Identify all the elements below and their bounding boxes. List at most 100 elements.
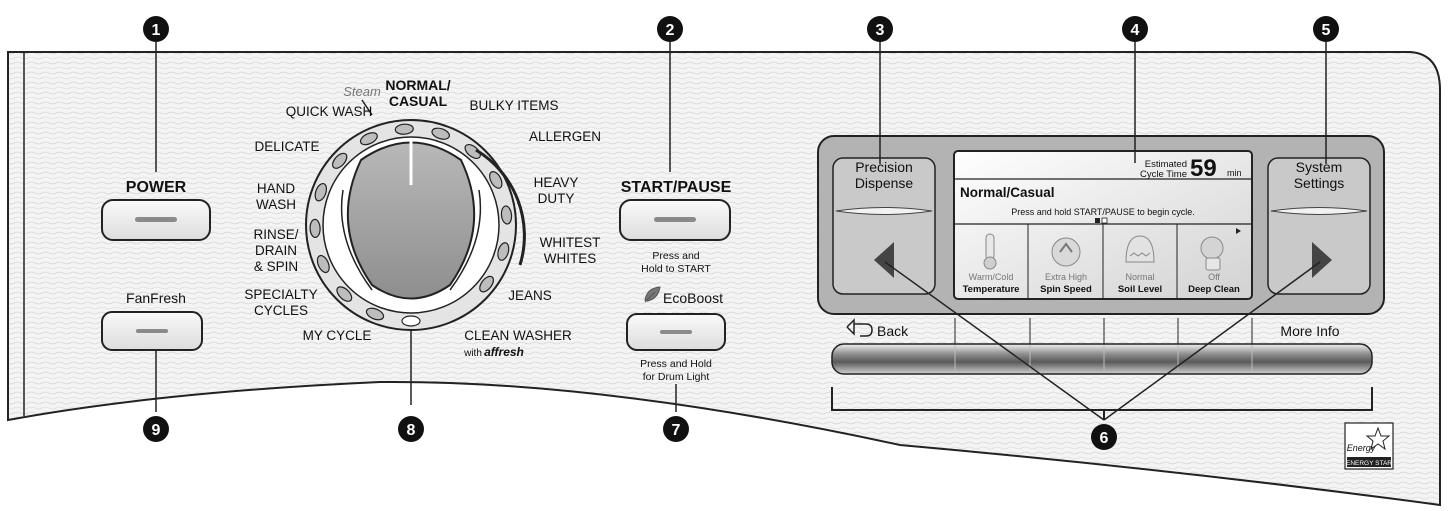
dial-indicator-light [431, 127, 450, 140]
svg-text:8: 8 [407, 422, 416, 439]
estimated-label-line1: Estimated [1145, 159, 1187, 170]
dial-indicator-light [401, 315, 421, 327]
start-pause-label: START/PAUSE [621, 179, 732, 196]
left-arrow-icon[interactable] [874, 242, 894, 278]
svg-text:3: 3 [876, 22, 885, 39]
system-settings-label-line1: System [1296, 159, 1343, 175]
dial-indicator-light [479, 275, 494, 293]
ecoboost-label: EcoBoost [663, 290, 723, 306]
dial-steam-connector [361, 99, 373, 116]
leaf-icon [644, 286, 661, 303]
dial-indicator-light [497, 242, 510, 261]
option-name-soil-level: Soil Level [1118, 284, 1162, 295]
power-label: POWER [126, 179, 187, 196]
star-icon [1365, 426, 1391, 451]
cycle-dial-knob[interactable] [346, 141, 476, 300]
estimated-time-unit: min [1227, 168, 1242, 178]
cycle-dial-knob-right-crescent [449, 189, 482, 291]
dial-label-heavy-line1: HEAVY [534, 175, 579, 190]
option-name-spin-speed: Spin Speed [1040, 284, 1092, 295]
estimated-label-line2: Cycle Time [1140, 169, 1187, 180]
dial-label-specialty-line1: SPECIALTY [244, 287, 317, 302]
callout-leader-lines [155, 42, 1327, 421]
dial-label-jeans: JEANS [508, 288, 552, 303]
start-pause-hint-line2: Hold to START [641, 263, 711, 275]
dial-label-bulky-items: BULKY ITEMS [469, 98, 558, 113]
cycle-dial-arc-highlight [475, 148, 526, 266]
dial-indicator-light [464, 143, 481, 160]
right-arrow-icon[interactable] [1312, 242, 1332, 278]
option-name-deep-clean: Deep Clean [1188, 284, 1240, 295]
precision-dispense-label-line1: Precision [855, 159, 913, 175]
option-name-temperature: Temperature [963, 284, 1020, 295]
system-settings-button[interactable] [1267, 157, 1371, 295]
thermometer-icon [983, 233, 997, 270]
start-prompt: Press and hold START/PAUSE to begin cycl… [1011, 207, 1195, 217]
back-icon [846, 318, 873, 337]
option-value-soil-level: Normal [1125, 272, 1154, 282]
estimated-time-value: 59 [1190, 155, 1217, 182]
svg-text:5: 5 [1322, 22, 1331, 39]
svg-text:1: 1 [152, 22, 161, 39]
dial-label-rinse-line3: & SPIN [254, 259, 298, 274]
option-tiles [983, 224, 1241, 299]
dial-label-hand-line1: HAND [257, 181, 296, 196]
dial-indicator-light [489, 171, 503, 189]
touch-bar[interactable] [831, 343, 1373, 375]
ecoboost-button-indicator [660, 330, 692, 334]
soil-level-icon [1125, 235, 1155, 263]
callout-marker-5: 5 [1313, 16, 1339, 42]
callout-marker-1: 1 [143, 16, 169, 42]
callout-marker-4: 4 [1122, 16, 1148, 42]
option-value-temperature: Warm/Cold [969, 272, 1014, 282]
energy-star-label: ENERGY STAR [1346, 460, 1392, 467]
cycle-name: Normal/Casual [960, 185, 1055, 200]
dial-label-whitest-line1: WHITEST [540, 235, 601, 250]
more-info-label: More Info [1280, 323, 1339, 339]
svg-text:4: 4 [1131, 22, 1140, 39]
dial-label-allergen: ALLERGEN [529, 129, 601, 144]
dial-indicator-light [394, 123, 414, 135]
dial-label-steam: Steam [343, 84, 381, 99]
page-indicator-active [1095, 218, 1100, 223]
dial-label-specialty-line2: CYCLES [254, 303, 308, 318]
dial-indicator-light [365, 307, 385, 321]
dial-indicator-light [500, 205, 513, 225]
dial-indicator-light [332, 152, 348, 169]
dial-label-whitest-line2: WHITES [544, 251, 597, 266]
page-indicator-inactive [1101, 217, 1108, 224]
dial-indicator-light [359, 132, 378, 146]
callout-marker-8: 8 [398, 416, 424, 442]
power-button-indicator [135, 217, 177, 222]
svg-text:6: 6 [1100, 430, 1109, 447]
precision-dispense-button[interactable] [832, 157, 936, 295]
dial-label-normal-line2: CASUAL [389, 93, 448, 109]
dial-indicator-light [336, 286, 353, 302]
dial-label-hand-line2: WASH [256, 197, 296, 212]
dial-indicator-light [314, 182, 328, 202]
callout-marker-3: 3 [867, 16, 893, 42]
dial-label-rinse-line1: RINSE/ [253, 227, 298, 242]
dial-label-normal-line1: NORMAL/ [385, 77, 450, 93]
dial-label-clean-washer: CLEAN WASHER [464, 328, 572, 343]
system-settings-slot [1270, 207, 1368, 215]
svg-text:7: 7 [672, 422, 681, 439]
option-value-spin-speed: Extra High [1045, 272, 1087, 282]
svg-text:9: 9 [152, 422, 161, 439]
energy-star-logo: Energy ENERGY STAR [1344, 422, 1394, 470]
dial-indicator-light [316, 254, 330, 274]
option-value-deep-clean: Off [1208, 272, 1220, 282]
spin-speed-icon [1051, 237, 1081, 267]
precision-dispense-slot [835, 207, 933, 215]
back-label: Back [877, 323, 909, 339]
callout-marker-6: 6 [1091, 424, 1117, 450]
touch-bar-segment-lines [954, 345, 1253, 373]
system-settings-label-line2: Settings [1294, 175, 1345, 191]
fanfresh-label: FanFresh [126, 290, 186, 306]
dial-label-quick-wash: QUICK WASH [286, 104, 373, 119]
cycle-dial-indicator-lights [309, 123, 513, 327]
precision-dispense-label-line2: Dispense [855, 175, 914, 191]
ecoboost-hint-line2: for Drum Light [643, 371, 710, 383]
touch-bar-bracket [831, 387, 1373, 411]
start-pause-hint-line1: Press and [652, 250, 699, 262]
